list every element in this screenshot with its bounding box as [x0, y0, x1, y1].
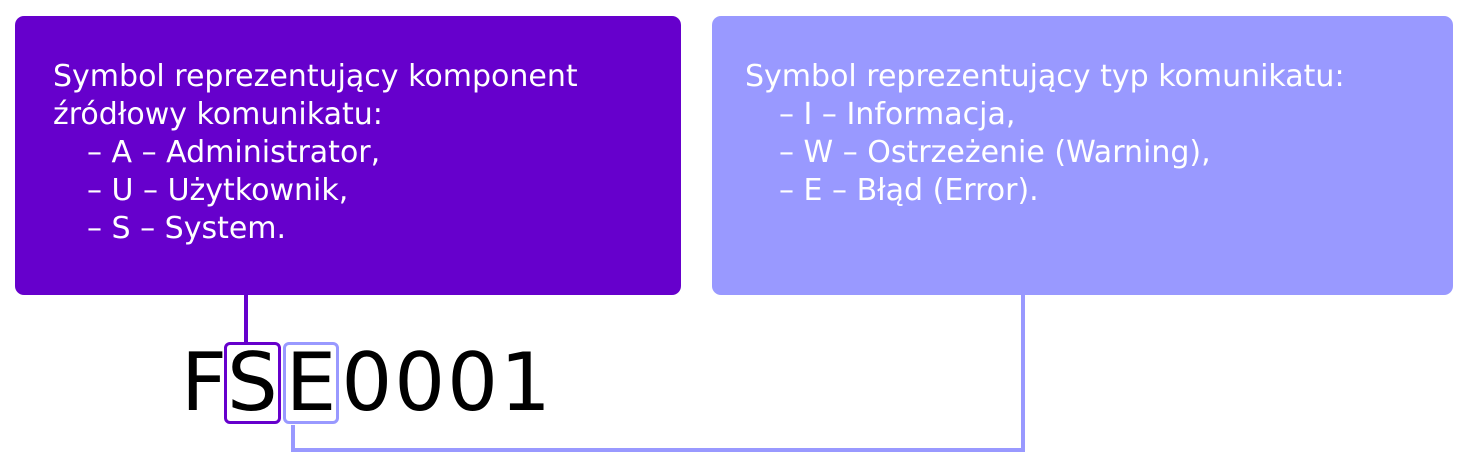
code-type-symbol: E: [282, 342, 340, 424]
message-code: F S E 0001: [181, 338, 553, 428]
source-component-box: Symbol reprezentujący komponent źródłowy…: [15, 16, 681, 295]
source-component-heading: Symbol reprezentujący komponent źródłowy…: [53, 59, 578, 132]
source-item-system: – S – System.: [87, 211, 287, 246]
type-item-error: – E – Błąd (Error).: [779, 173, 1039, 208]
message-type-box: Symbol reprezentujący typ komunikatu: – …: [712, 16, 1453, 295]
code-number: 0001: [341, 336, 553, 429]
message-type-heading: Symbol reprezentujący typ komunikatu:: [745, 59, 1345, 94]
code-source-symbol: S: [224, 342, 281, 424]
message-type-list: – I – Informacja, – W – Ostrzeżenie (War…: [745, 96, 1433, 210]
type-item-warning: – W – Ostrzeżenie (Warning),: [779, 135, 1211, 170]
source-item-user: – U – Użytkownik,: [87, 173, 349, 208]
source-item-administrator: – A – Administrator,: [87, 135, 381, 170]
type-item-information: – I – Informacja,: [779, 97, 1016, 132]
source-component-list: – A – Administrator, – U – Użytkownik, –…: [53, 134, 661, 248]
code-prefix: F: [181, 336, 227, 429]
